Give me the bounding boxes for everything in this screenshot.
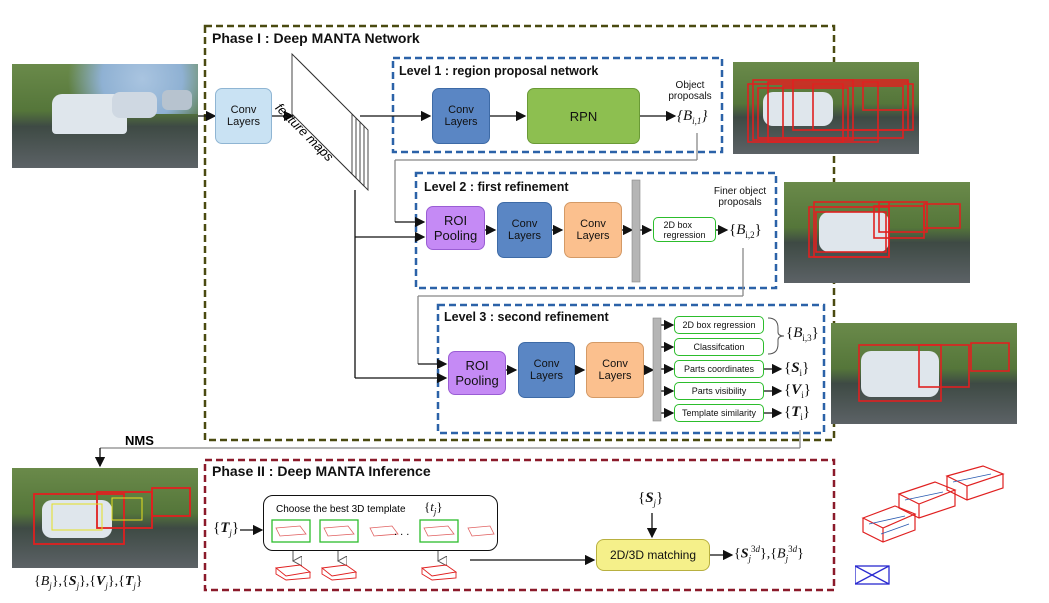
head-2d-box-regression: 2D box regression bbox=[674, 316, 764, 334]
head-parts-visibility: Parts visibility bbox=[674, 382, 764, 400]
matching-2d3d-box: 2D/3D matching bbox=[596, 539, 710, 571]
v-i-output: {Vi} bbox=[784, 382, 811, 400]
bottom-output-caption: {Bj},{Sj},{Vj},{Tj} bbox=[34, 574, 143, 591]
finer-proposals-label: Finer object proposals bbox=[713, 186, 767, 208]
nms-result-image bbox=[12, 468, 198, 568]
t-i-output: {Ti} bbox=[784, 404, 811, 422]
level2-title: Level 2 : first refinement bbox=[424, 180, 569, 194]
input-image bbox=[12, 64, 198, 168]
input-conv-layers: Conv Layers bbox=[215, 88, 272, 144]
3d-result-wireframes bbox=[855, 465, 1005, 585]
level2-border bbox=[414, 171, 778, 290]
feature-maps-stack bbox=[291, 52, 369, 192]
phase2-title: Phase II : Deep MANTA Inference bbox=[212, 463, 431, 479]
nms-label: NMS bbox=[125, 433, 154, 448]
phase1-title: Phase I : Deep MANTA Network bbox=[212, 30, 420, 46]
level2-roi-pooling: ROI Pooling bbox=[426, 206, 485, 250]
level2-2d-box-regression: 2D box regression bbox=[653, 217, 716, 242]
t-j-set: {tj} bbox=[424, 499, 443, 517]
template-selection-panel: Choose the best 3D template {tj} . . . bbox=[263, 495, 498, 551]
head-parts-coordinates: Parts coordinates bbox=[674, 360, 764, 378]
level2-splitter-bar bbox=[631, 179, 641, 283]
level3-title: Level 3 : second refinement bbox=[444, 310, 609, 324]
level1-border bbox=[391, 56, 724, 154]
level1-conv-layers: Conv Layers bbox=[432, 88, 490, 144]
template-ellipsis: . . . bbox=[394, 526, 410, 538]
level2-conv-layers-1: Conv Layers bbox=[497, 202, 552, 258]
level3-conv-layers-2: Conv Layers bbox=[586, 342, 644, 398]
object-proposals-label: Object proposals bbox=[668, 80, 712, 102]
t-j-input: {Tj} bbox=[213, 520, 240, 538]
head-classification: Classifcation bbox=[674, 338, 764, 356]
s-i-output: {Si} bbox=[784, 360, 810, 378]
level3-roi-pooling: ROI Pooling bbox=[448, 351, 506, 395]
level2-result-image bbox=[784, 182, 970, 283]
level3-conv-layers-1: Conv Layers bbox=[518, 342, 575, 398]
head-template-similarity: Template similarity bbox=[674, 404, 764, 422]
fitted-templates bbox=[274, 564, 458, 581]
level2-conv-layers-2: Conv Layers bbox=[564, 202, 622, 258]
b-i1-output: {Bi,1} bbox=[677, 108, 708, 126]
level1-result-image bbox=[733, 62, 919, 154]
s-j-input: {Sj} bbox=[638, 490, 664, 508]
rpn-box: RPN bbox=[527, 88, 640, 144]
level3-result-image bbox=[831, 323, 1017, 424]
phase2-border bbox=[203, 458, 836, 592]
final-3d-output: {Sj3d},{Bj3d} bbox=[734, 544, 804, 564]
level3-splitter-bar bbox=[652, 317, 662, 422]
level1-title: Level 1 : region proposal network bbox=[399, 64, 599, 78]
choose-template-label: Choose the best 3D template bbox=[276, 504, 406, 515]
b-i2-output: {Bi,2} bbox=[729, 222, 762, 240]
b-i3-output: {Bi,3} bbox=[786, 325, 819, 343]
